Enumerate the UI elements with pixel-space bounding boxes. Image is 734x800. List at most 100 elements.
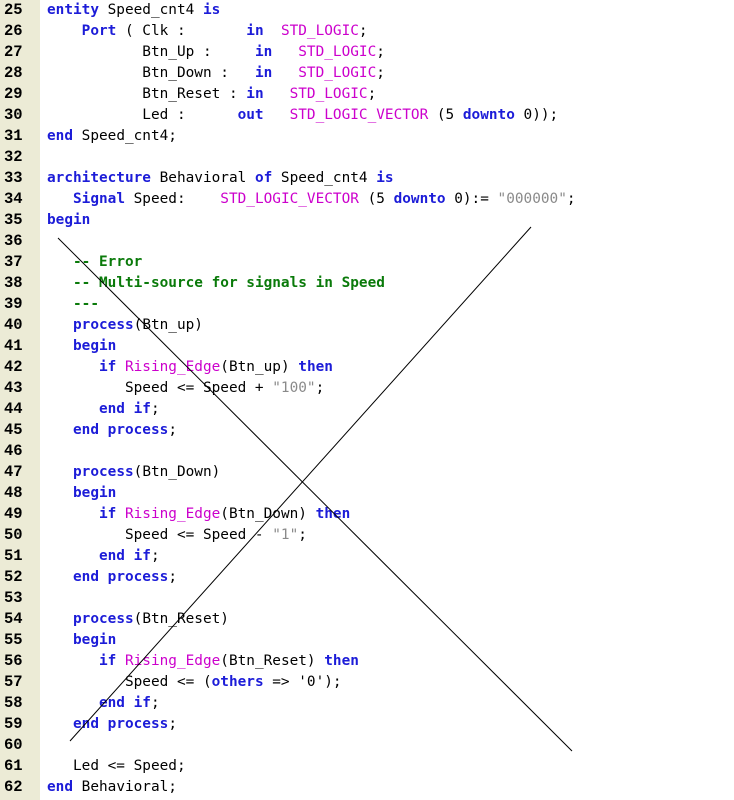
code-token: (Btn_up) xyxy=(220,359,299,375)
code-text[interactable]: entity Speed_cnt4 is xyxy=(47,0,220,21)
code-text[interactable]: process(Btn_up) xyxy=(47,315,203,336)
keyword-token: then xyxy=(315,506,351,522)
code-line[interactable]: 27 Btn_Up : in STD_LOGIC; xyxy=(0,42,734,63)
code-text[interactable]: Signal Speed: STD_LOGIC_VECTOR (5 downto… xyxy=(47,189,576,210)
code-token: 0):= xyxy=(445,191,498,207)
keyword-token: end xyxy=(47,779,73,795)
code-text[interactable]: process(Btn_Reset) xyxy=(47,609,229,630)
keyword-token: begin xyxy=(47,212,91,228)
code-line[interactable]: 58 end if; xyxy=(0,693,734,714)
code-text[interactable]: Btn_Down : in STD_LOGIC; xyxy=(47,63,385,84)
code-line[interactable]: 52 end process; xyxy=(0,567,734,588)
code-token: Behavioral xyxy=(150,170,255,186)
line-number: 47 xyxy=(4,463,23,481)
code-token: (5 xyxy=(358,191,394,207)
code-token: ( Clk : xyxy=(116,23,247,39)
code-line[interactable]: 57 Speed <= (others => '0'); xyxy=(0,672,734,693)
line-number: 37 xyxy=(4,253,23,271)
code-line[interactable]: 26 Port ( Clk : in STD_LOGIC; xyxy=(0,21,734,42)
line-number: 30 xyxy=(4,106,23,124)
code-text[interactable]: end process; xyxy=(47,714,177,735)
keyword-token: in xyxy=(254,65,273,81)
code-line[interactable]: 40 process(Btn_up) xyxy=(0,315,734,336)
code-text[interactable]: begin xyxy=(47,210,90,231)
code-token xyxy=(272,65,298,81)
code-line[interactable]: 45 end process; xyxy=(0,420,734,441)
code-text[interactable]: architecture Behavioral of Speed_cnt4 is xyxy=(47,168,394,189)
code-text[interactable]: Btn_Reset : in STD_LOGIC; xyxy=(47,84,376,105)
code-text[interactable]: end if; xyxy=(47,399,160,420)
code-text[interactable]: process(Btn_Down) xyxy=(47,462,220,483)
code-line[interactable]: 54 process(Btn_Reset) xyxy=(0,609,734,630)
code-line[interactable]: 29 Btn_Reset : in STD_LOGIC; xyxy=(0,84,734,105)
code-line[interactable]: 34 Signal Speed: STD_LOGIC_VECTOR (5 dow… xyxy=(0,189,734,210)
code-line[interactable]: 56 if Rising_Edge(Btn_Reset) then xyxy=(0,651,734,672)
code-line[interactable]: 49 if Rising_Edge(Btn_Down) then xyxy=(0,504,734,525)
code-text[interactable]: begin xyxy=(47,336,116,357)
code-line[interactable]: 28 Btn_Down : in STD_LOGIC; xyxy=(0,63,734,84)
code-text[interactable]: end process; xyxy=(47,420,177,441)
code-text[interactable]: -- Error xyxy=(47,252,142,273)
line-number: 36 xyxy=(4,232,23,250)
code-line[interactable]: 53 xyxy=(0,588,734,609)
code-line[interactable]: 48 begin xyxy=(0,483,734,504)
code-line[interactable]: 37 -- Error xyxy=(0,252,734,273)
keyword-token: end if xyxy=(98,548,151,564)
code-line[interactable]: 51 end if; xyxy=(0,546,734,567)
code-line[interactable]: 44 end if; xyxy=(0,399,734,420)
code-line[interactable]: 38 -- Multi-source for signals in Speed xyxy=(0,273,734,294)
code-line[interactable]: 55 begin xyxy=(0,630,734,651)
type-token: STD_LOGIC_VECTOR xyxy=(289,107,429,123)
code-line[interactable]: 36 xyxy=(0,231,734,252)
code-text[interactable]: --- xyxy=(47,294,99,315)
code-text[interactable]: end Behavioral; xyxy=(47,777,177,798)
code-text[interactable]: begin xyxy=(47,483,116,504)
code-token xyxy=(116,359,125,375)
type-token: STD_LOGIC xyxy=(298,65,377,81)
code-line[interactable]: 47 process(Btn_Down) xyxy=(0,462,734,483)
code-line[interactable]: 41 begin xyxy=(0,336,734,357)
code-text[interactable]: -- Multi-source for signals in Speed xyxy=(47,273,385,294)
code-text[interactable]: end if; xyxy=(47,693,160,714)
code-line[interactable]: 60 xyxy=(0,735,734,756)
code-text[interactable]: Speed <= Speed + "100"; xyxy=(47,378,324,399)
code-text[interactable]: Led : out STD_LOGIC_VECTOR (5 downto 0))… xyxy=(47,105,558,126)
keyword-token: entity xyxy=(47,2,99,18)
code-token: (Btn_Down) xyxy=(133,464,221,480)
code-text[interactable]: Speed <= (others => '0'); xyxy=(47,672,342,693)
code-text[interactable]: Led <= Speed; xyxy=(47,756,186,777)
keyword-token: if xyxy=(98,506,117,522)
code-line[interactable]: 30 Led : out STD_LOGIC_VECTOR (5 downto … xyxy=(0,105,734,126)
code-line[interactable]: 59 end process; xyxy=(0,714,734,735)
code-text[interactable]: end process; xyxy=(47,567,177,588)
code-text[interactable]: if Rising_Edge(Btn_up) then xyxy=(47,357,333,378)
code-token xyxy=(264,107,290,123)
code-text[interactable]: end if; xyxy=(47,546,160,567)
code-token: => '0'); xyxy=(263,674,342,690)
code-text[interactable]: end Speed_cnt4; xyxy=(47,126,177,147)
code-text[interactable]: Btn_Up : in STD_LOGIC; xyxy=(47,42,385,63)
code-text[interactable]: Port ( Clk : in STD_LOGIC; xyxy=(47,21,368,42)
code-text[interactable]: Speed <= Speed - "1"; xyxy=(47,525,307,546)
code-token xyxy=(47,506,99,522)
line-number: 42 xyxy=(4,358,23,376)
code-text[interactable]: begin xyxy=(47,630,116,651)
code-line[interactable]: 32 xyxy=(0,147,734,168)
code-line[interactable]: 43 Speed <= Speed + "100"; xyxy=(0,378,734,399)
code-line[interactable]: 50 Speed <= Speed - "1"; xyxy=(0,525,734,546)
code-text[interactable]: if Rising_Edge(Btn_Reset) then xyxy=(47,651,359,672)
code-line[interactable]: 61 Led <= Speed; xyxy=(0,756,734,777)
code-line[interactable]: 42 if Rising_Edge(Btn_up) then xyxy=(0,357,734,378)
code-line[interactable]: 39 --- xyxy=(0,294,734,315)
line-number: 48 xyxy=(4,484,23,502)
code-line[interactable]: 46 xyxy=(0,441,734,462)
code-text[interactable]: if Rising_Edge(Btn_Down) then xyxy=(47,504,350,525)
line-number: 40 xyxy=(4,316,23,334)
